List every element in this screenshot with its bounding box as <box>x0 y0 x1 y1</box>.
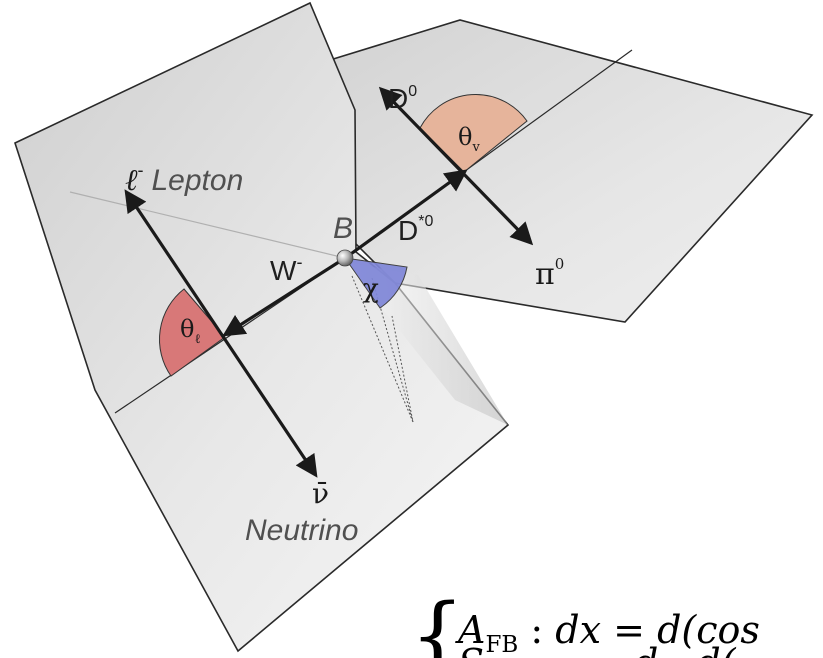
chi-label: χ <box>363 274 379 304</box>
neutrino-name-label: Neutrino <box>245 514 358 547</box>
b-meson-vertex <box>336 249 354 267</box>
chi-guide-lines <box>371 277 414 423</box>
neutrino-symbol-label: ν̄ <box>312 477 329 510</box>
theta-v-label: θv <box>458 123 480 155</box>
formula-line-1: AFB : dx = d(cos <box>455 608 760 658</box>
w-boson-label: W- <box>270 252 302 286</box>
formula-brace: { <box>410 586 465 658</box>
d-star-label: D*0 <box>398 213 433 246</box>
chi-wedge <box>343 257 408 309</box>
d-zero-label: D0 <box>388 83 417 114</box>
formula-line-2: Sdd( <box>458 641 737 658</box>
angle-formula: { AFB : dx = d(cos Sdd( <box>410 586 760 658</box>
lepton-label: ℓ-Lepton <box>125 160 243 198</box>
theta-l-label: θℓ <box>180 315 201 347</box>
pi-zero-label: π0 <box>535 255 564 292</box>
b-meson-label: B <box>333 212 353 245</box>
d-zero-pi-arrow <box>378 86 534 246</box>
lepton-neutrino-arrow <box>124 189 318 478</box>
